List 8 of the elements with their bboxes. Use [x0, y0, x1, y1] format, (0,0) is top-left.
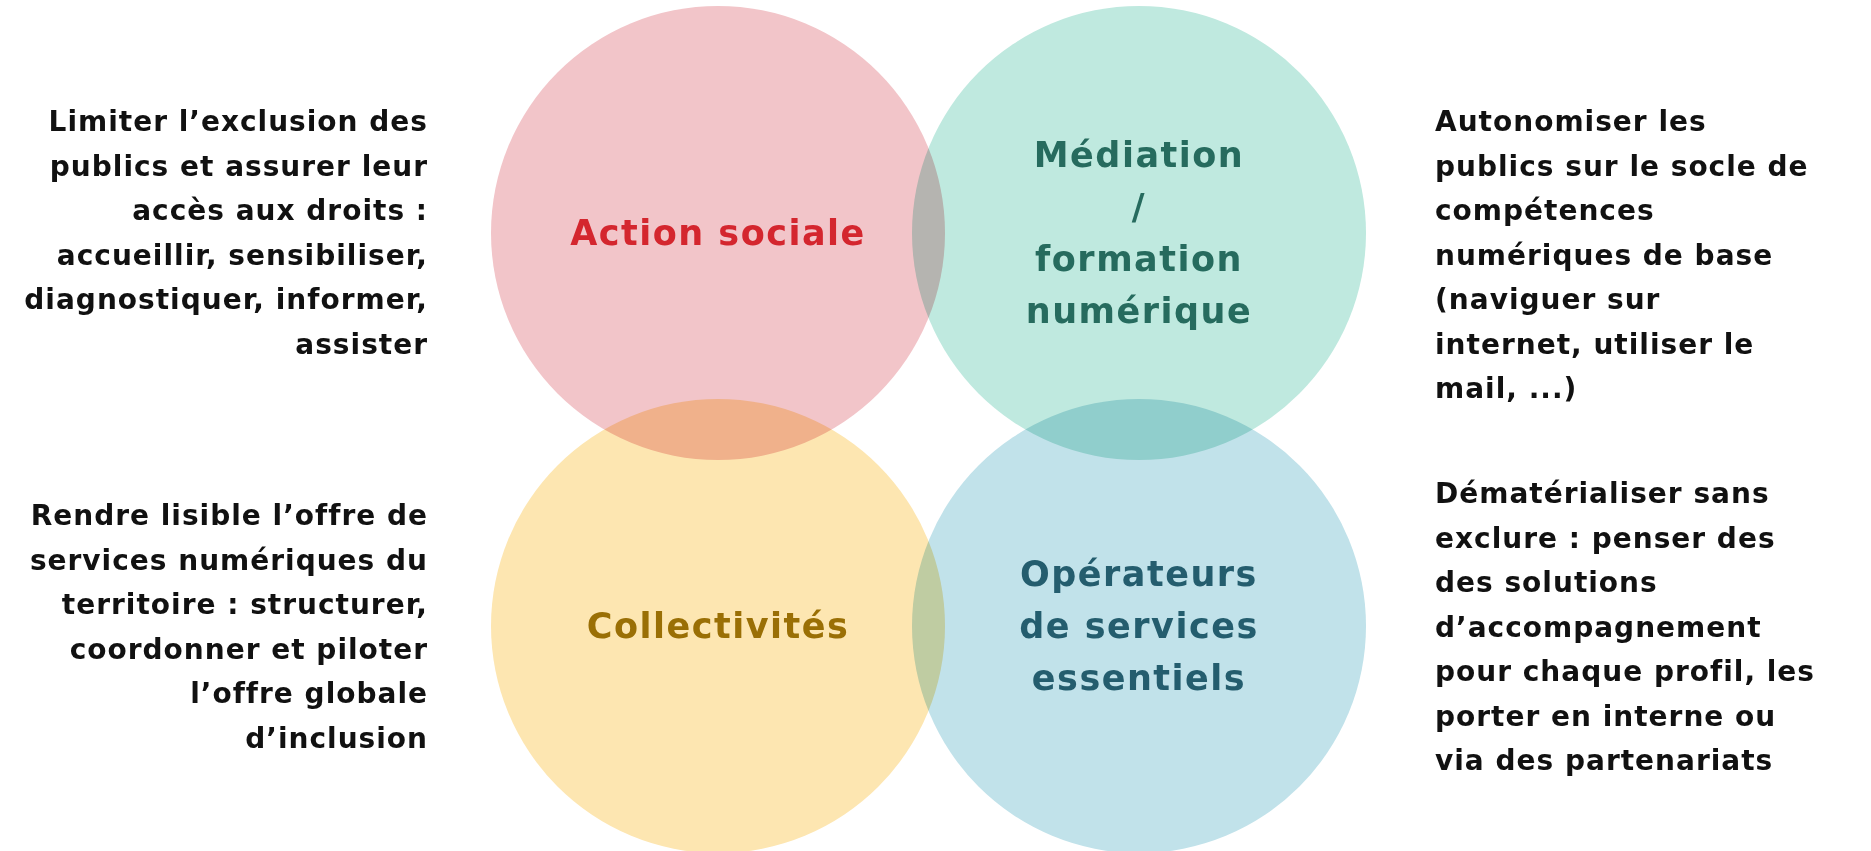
circle-label: Action sociale: [569, 212, 867, 255]
circle-label: Opérateurs de services essentiels: [1018, 553, 1260, 700]
description-text: Autonomiser les publics sur le socle de compétences numériques de base (naviguer sur internet, utiliser le mail, ...): [1435, 104, 1810, 407]
description-text: Rendre lisible l’offre de services numériques du territoire : structurer, coordonner et piloter l’offre globale d’inclusion: [28, 498, 428, 757]
description-text: Dématérialiser sans exclure : penser des des solutions d’accompagnement pour chaque profil, les porter en interne ou via des partenariats: [1435, 476, 1816, 779]
description-text: Limiter l’exclusion des publics et assurer leur accès aux droits : accueillir, sensibiliser, diagnostiquer, informer, assister: [23, 104, 428, 363]
circle-label: Collectivités: [585, 605, 851, 648]
circle-label: Médiation / formation numérique: [1024, 134, 1254, 333]
